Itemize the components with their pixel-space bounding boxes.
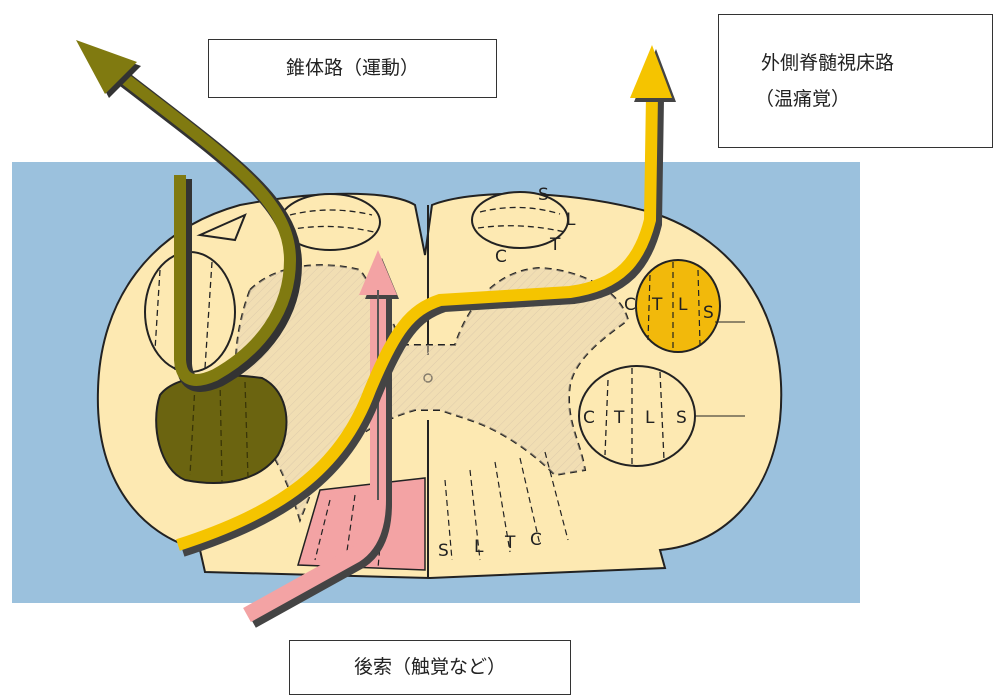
spinothalamic-tract-subtext: （温痛覚） <box>755 81 850 117</box>
tract-letter: C <box>583 408 595 428</box>
spinothalamic-tract-text: 外側脊髄視床路 <box>761 45 894 81</box>
tract-letter: S <box>703 303 714 323</box>
dorsal-column-text: 後索（触覚など） <box>354 649 506 685</box>
tract-letter: S <box>538 185 549 205</box>
spinothalamic-tract-label: 外側脊髄視床路 （温痛覚） <box>718 14 993 148</box>
left-corticospinal-region <box>156 375 286 483</box>
tract-letter: C <box>495 247 507 267</box>
tract-letter: T <box>613 408 625 428</box>
tract-letter: S <box>438 541 449 561</box>
pyramidal-tract-text: 錐体路（運動） <box>286 50 419 86</box>
dorsal-column-label: 後索（触覚など） <box>289 640 571 695</box>
tract-letter: L <box>645 408 655 428</box>
tract-letter: L <box>566 210 576 230</box>
tract-letter: S <box>676 408 687 428</box>
tract-letter: T <box>549 235 561 255</box>
pyramidal-tract-label: 錐体路（運動） <box>208 39 497 98</box>
tract-letter: L <box>678 295 688 315</box>
tract-letter: T <box>504 533 516 553</box>
tract-letter: T <box>651 295 663 315</box>
tract-letter: C <box>624 295 636 315</box>
tract-letter: L <box>474 537 484 557</box>
tract-letter: C <box>530 530 542 550</box>
